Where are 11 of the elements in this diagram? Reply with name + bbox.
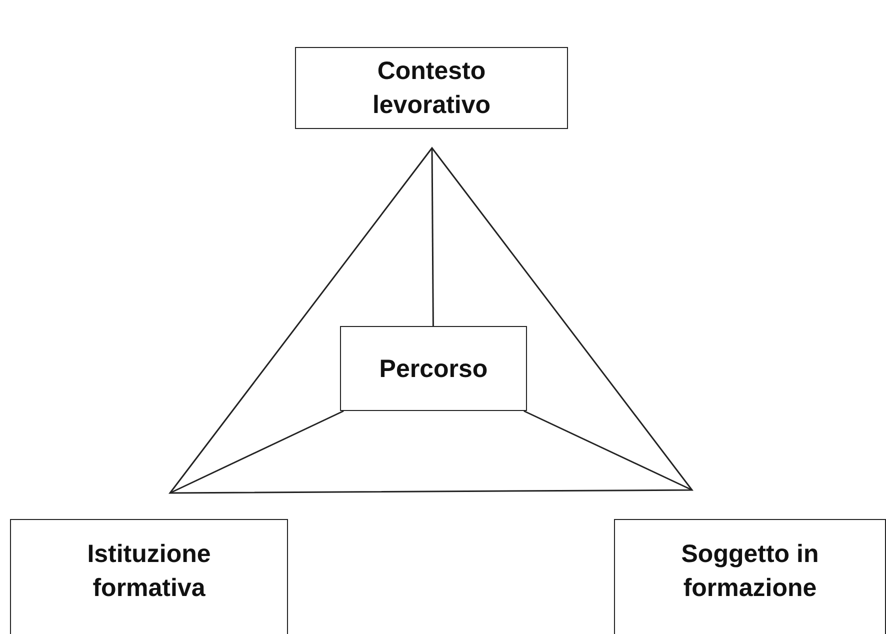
box-label: Percorso	[379, 354, 488, 384]
concept-box	[10, 519, 288, 634]
connector-line	[524, 410, 692, 491]
concept-box	[614, 519, 886, 634]
connector-line	[170, 410, 344, 494]
box-label: Soggetto in formazione	[680, 539, 820, 604]
connector-line	[431, 148, 434, 326]
concept-box	[295, 47, 568, 129]
box-label: Istituzione formativa	[86, 539, 212, 604]
box-label: Contesto levorativo	[371, 56, 492, 121]
concept-box	[340, 326, 527, 411]
